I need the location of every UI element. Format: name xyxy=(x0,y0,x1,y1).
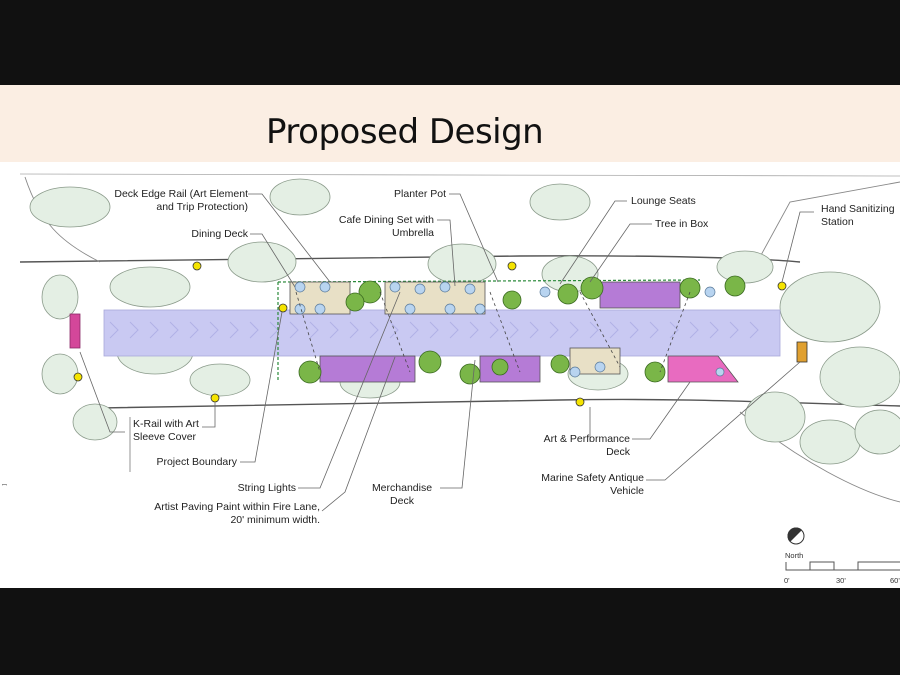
north-label: North xyxy=(785,551,804,560)
slide-title: Proposed Design xyxy=(266,112,544,152)
label-project-boundary: Project Boundary xyxy=(156,456,237,468)
merchandise-decks xyxy=(319,281,681,383)
string-lights xyxy=(295,291,691,373)
title-band xyxy=(0,85,900,162)
label-planter-pot: Planter Pot xyxy=(394,188,446,200)
label-artist-paving-paint: Artist Paving Paint within Fire Lane,20'… xyxy=(154,501,320,526)
fire-lane-paving-pattern xyxy=(109,321,759,339)
label-tree-in-box: Tree in Box xyxy=(655,218,709,230)
north-arrow-and-scale xyxy=(785,527,900,571)
label-lounge-seats: Lounge Seats xyxy=(631,195,696,207)
marine-safety-vehicle xyxy=(796,341,808,363)
north-arrow-icon xyxy=(787,527,805,545)
scale-tick-0: 0' xyxy=(784,576,790,585)
scale-bar xyxy=(785,561,900,571)
edge-mark: ꟷ xyxy=(2,483,7,489)
k-rail xyxy=(69,313,81,349)
planter-pots xyxy=(298,275,746,385)
art-performance-deck xyxy=(667,355,739,383)
leader-lines xyxy=(79,193,814,512)
fire-lane xyxy=(103,309,781,357)
label-dining-deck: Dining Deck xyxy=(191,228,248,240)
scale-tick-30: 30' xyxy=(836,576,846,585)
site-plan-drawing xyxy=(19,173,900,512)
seating xyxy=(294,281,725,378)
scale-tick-60: 60' xyxy=(890,576,900,585)
label-string-lights: String Lights xyxy=(237,482,296,494)
